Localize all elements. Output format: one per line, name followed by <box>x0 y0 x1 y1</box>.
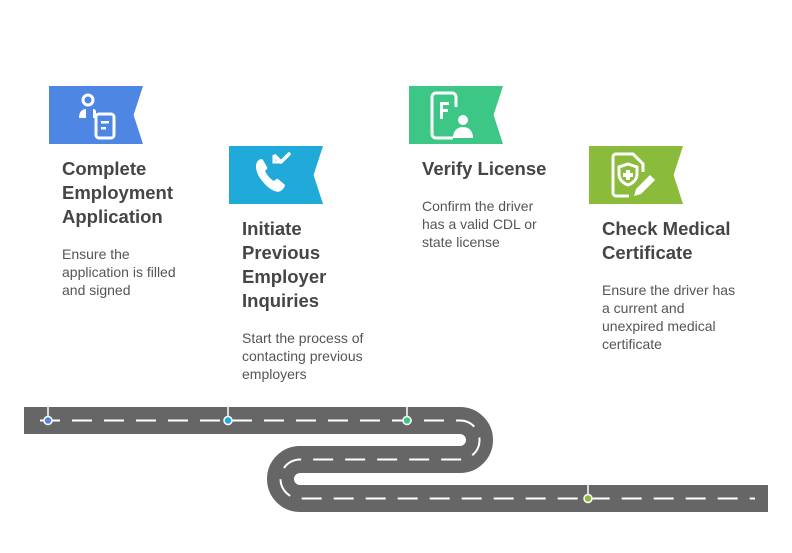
step-1-description: Ensure the application is filled and signe… <box>62 245 222 299</box>
description-line: Confirm the driver <box>422 198 534 214</box>
description-line: Start the process of <box>242 330 364 346</box>
title-line: Verify License <box>422 158 547 179</box>
description-line: Ensure the driver has <box>602 282 736 298</box>
step-2-marker <box>223 415 233 426</box>
license-card-icon <box>430 91 473 140</box>
description-line: Ensure the <box>62 246 130 262</box>
description-line: has a valid CDL or <box>422 216 537 232</box>
title-line: Complete <box>62 158 147 179</box>
description-line: application is filled <box>62 264 176 280</box>
title-line: Inquiries <box>242 290 320 311</box>
title-line: Certificate <box>602 242 693 263</box>
step-1-flag <box>49 86 143 144</box>
step-1-marker <box>43 415 53 426</box>
description-line: and signed <box>62 282 131 298</box>
title-line: Initiate <box>242 218 302 239</box>
description-line: state license <box>422 234 500 250</box>
description-line: unexpired medical <box>602 318 716 334</box>
title-line: Employer <box>242 266 327 287</box>
road-dashes <box>40 419 755 500</box>
title-line: Employment <box>62 182 174 203</box>
title-line: Previous <box>242 242 321 263</box>
description-line: contacting previous <box>242 348 363 364</box>
step-3-title: Verify License <box>422 157 592 181</box>
step-3-marker <box>402 415 412 426</box>
step-3-flag <box>409 86 503 144</box>
person-form-icon <box>79 93 116 140</box>
description-line: certificate <box>602 336 662 352</box>
title-line: Application <box>62 206 163 227</box>
step-4-description: Ensure the driver has a current and unexpi… <box>602 281 762 353</box>
step-2-flag <box>229 146 323 204</box>
step-3-description: Confirm the driver has a valid CDL or stat… <box>422 197 582 251</box>
medical-document-icon <box>611 152 655 198</box>
description-line: employers <box>242 366 307 382</box>
step-4-flag <box>589 146 683 204</box>
description-line: a current and <box>602 300 685 316</box>
step-4-marker <box>583 493 593 504</box>
title-line: Check Medical <box>602 218 731 239</box>
step-2-description: Start the process of contacting previous e… <box>242 329 402 383</box>
phone-callback-icon <box>256 152 291 192</box>
